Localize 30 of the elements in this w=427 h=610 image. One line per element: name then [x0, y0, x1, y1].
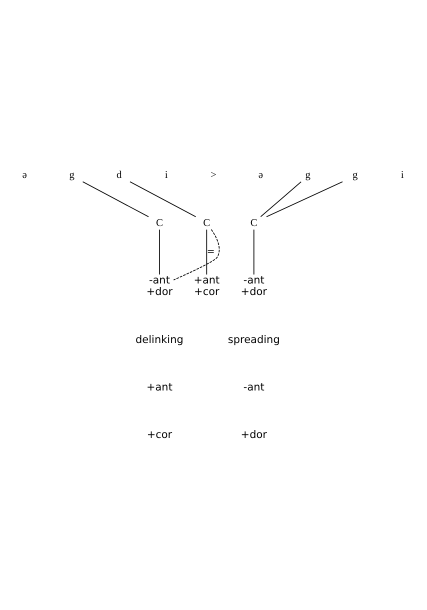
- label: -ant: [243, 380, 264, 393]
- label: i: [400, 170, 404, 181]
- connector: [253, 228, 254, 274]
- node-text: C: [250, 217, 258, 228]
- label: >: [210, 170, 216, 181]
- node-text: d: [116, 170, 122, 181]
- label: +dor: [240, 428, 267, 441]
- label: +cor: [146, 428, 172, 441]
- node-text: +ant +cor: [194, 274, 220, 298]
- edge-label: =: [206, 246, 215, 257]
- node-text: -ant +dor: [240, 274, 267, 298]
- label: delinking: [136, 333, 184, 346]
- connector: [266, 180, 343, 217]
- connector: [260, 180, 302, 217]
- connector: [173, 228, 220, 280]
- connector: [206, 228, 208, 274]
- node-text: -ant +dor: [146, 274, 173, 298]
- label: +ant: [146, 380, 172, 393]
- connector: [159, 228, 160, 274]
- label: spreading: [228, 333, 280, 346]
- node-text: C: [203, 217, 210, 228]
- label: i: [164, 170, 168, 181]
- node-text: g: [69, 170, 74, 181]
- connector: [82, 180, 149, 217]
- label: ə: [258, 170, 264, 181]
- label: ə: [22, 170, 27, 181]
- connector: [130, 180, 196, 217]
- node-text: g: [305, 170, 311, 181]
- node-text: C: [156, 217, 163, 228]
- node-text: g: [352, 170, 358, 181]
